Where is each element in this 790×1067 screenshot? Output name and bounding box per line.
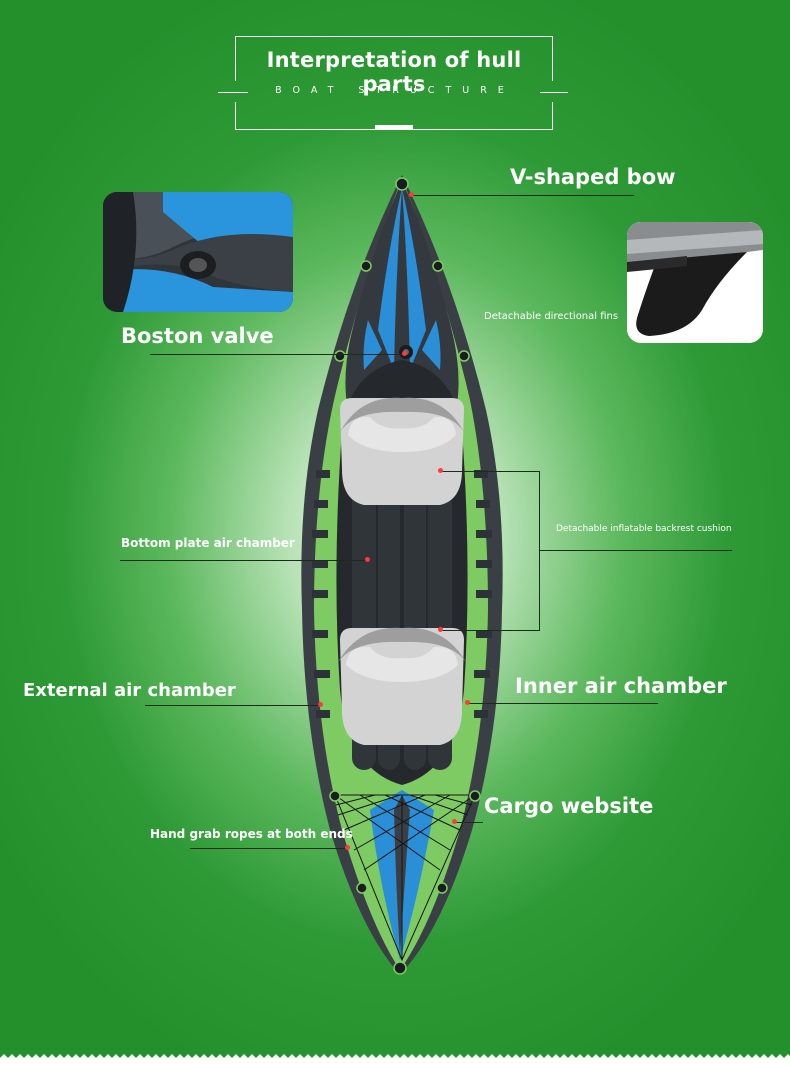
page-title: Interpretation of hull parts <box>266 48 522 96</box>
header-frame-notch <box>375 125 413 130</box>
pointer-grab-ropes <box>345 845 350 850</box>
leader-bottom-plate <box>120 560 368 561</box>
leader-backrest-vertical <box>539 471 540 631</box>
leader-external <box>145 705 321 706</box>
label-boston-valve: Boston valve <box>121 324 274 348</box>
label-cargo-website: Cargo website <box>484 794 654 818</box>
leader-boston-valve <box>150 354 404 355</box>
label-directional-fins: Detachable directional fins <box>484 311 619 322</box>
directional-fin-icon <box>627 222 763 343</box>
leader-v-bow <box>412 195 634 196</box>
header-frame-top <box>235 36 553 81</box>
subtitle-rule-right <box>540 92 568 93</box>
boston-valve-closeup-icon <box>103 192 293 312</box>
leader-cargo <box>455 822 483 823</box>
pointer-bottom-plate <box>365 557 370 562</box>
pointer-backrest-rear <box>438 627 443 632</box>
pointer-v-bow <box>409 192 414 197</box>
fin-inset <box>627 222 763 343</box>
leader-backrest-bottom <box>441 630 539 631</box>
label-inner-air-chamber: Inner air chamber <box>515 674 727 698</box>
pointer-external <box>318 702 323 707</box>
label-external-air-chamber: External air chamber <box>23 680 236 701</box>
leader-inner <box>468 703 658 704</box>
pointer-cargo <box>452 819 457 824</box>
label-bottom-plate: Bottom plate air chamber <box>121 536 295 550</box>
pointer-boston-valve <box>402 351 407 356</box>
pointer-inner <box>465 700 470 705</box>
subtitle-rule-left <box>218 92 248 93</box>
leader-backrest-out <box>539 550 732 551</box>
leader-backrest-top <box>441 471 539 472</box>
label-v-shaped-bow: V-shaped bow <box>510 165 676 189</box>
pointer-backrest-front <box>438 468 443 473</box>
leader-grab-ropes <box>190 848 348 849</box>
label-grab-ropes: Hand grab ropes at both ends <box>150 827 353 841</box>
kayak-top-view-icon <box>301 175 503 975</box>
label-backrest-cushion: Detachable inflatable backrest cushion <box>556 524 732 534</box>
bottom-zigzag-border <box>0 1054 790 1067</box>
page-subtitle: BOAT STRUCTURE <box>275 85 515 96</box>
boston-valve-inset <box>103 192 293 312</box>
